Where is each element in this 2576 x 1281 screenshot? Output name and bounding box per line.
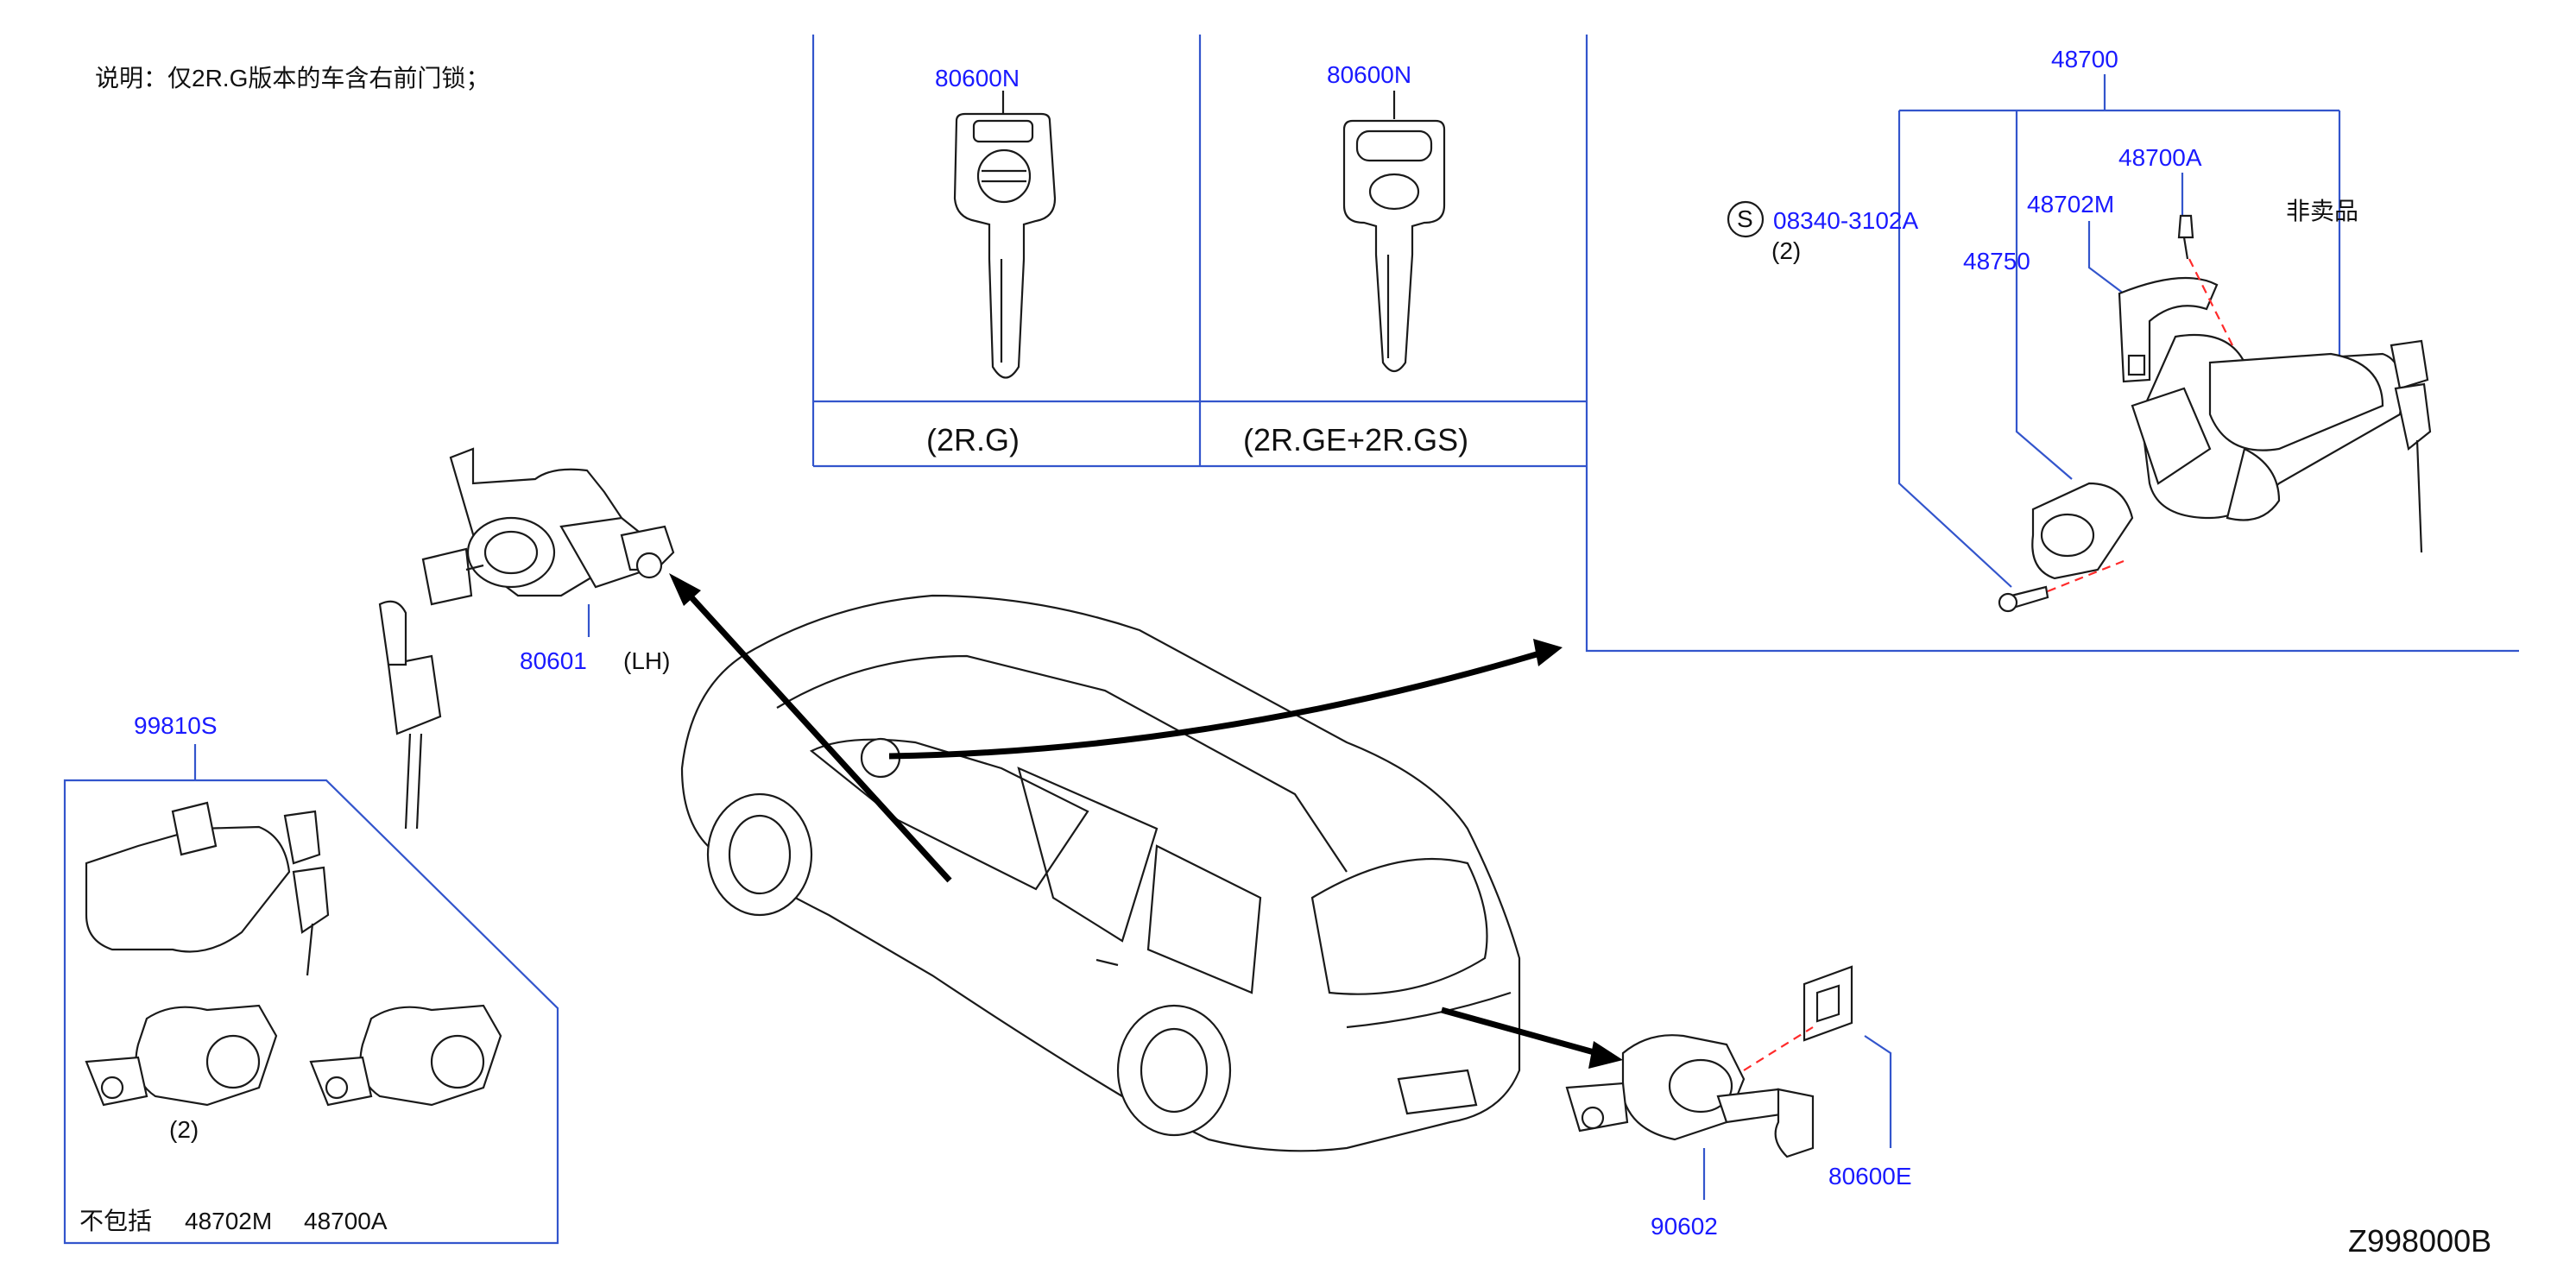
ignition-assembly-part-number: 48700 xyxy=(2051,46,2118,73)
lock-set-panel: 99810S (2) 不包括 48702M 48700A xyxy=(63,712,559,1245)
ignition-bolt-part-number: 08340-3102A xyxy=(1773,207,1918,234)
key-2rg-drawing xyxy=(953,91,1057,379)
door-lock-part-number: 80601 xyxy=(520,647,587,674)
door-lock-side: (LH) xyxy=(623,647,670,674)
rear-lock-drawing xyxy=(1565,965,1853,1158)
ignition-panel: 48700 S 08340-3102A (2) 48700A 48702M 48… xyxy=(1585,46,2519,653)
ignition-cylinder-part-number: 48750 xyxy=(1963,248,2030,274)
ignition-cover-part-number: 48702M xyxy=(2027,191,2114,218)
lock-set-qty: (2) xyxy=(169,1116,199,1143)
ignition-not-for-sale: 非卖品 xyxy=(2286,198,2358,224)
vehicle-drawing xyxy=(680,594,1521,1152)
lock-set-part-number: 99810S xyxy=(134,712,218,739)
rear-lock-gasket-part-number: 80600E xyxy=(1828,1163,1912,1190)
ignition-drawing xyxy=(1998,214,2432,613)
key-2rge-variant: (2R.GE+2R.GS) xyxy=(1243,422,1468,458)
ignition-bolt-symbol: S xyxy=(1737,205,1753,232)
key-2rge-part-number: 80600N xyxy=(1327,61,1411,88)
ignition-bolt-qty: (2) xyxy=(1771,237,1801,264)
lock-set-excludes-2: 48700A xyxy=(304,1208,388,1234)
ignition-screw-part-number: 48700A xyxy=(2118,144,2202,171)
lock-set-excludes-label: 不包括 xyxy=(79,1208,152,1234)
key-2rg-variant: (2R.G) xyxy=(926,422,1020,458)
key-2rge-drawing xyxy=(1342,91,1446,373)
diagram-code: Z998000B xyxy=(2348,1223,2491,1259)
note-text: 说明：仅2R.G版本的车含右前门锁； xyxy=(95,65,489,92)
key-2rg-part-number: 80600N xyxy=(935,65,1020,92)
lock-set-excludes-1: 48702M xyxy=(185,1208,272,1234)
rear-lock-cylinder-part-number: 90602 xyxy=(1651,1213,1718,1240)
keys-panel: 80600N (2R.G) 80600N (2R.GE+2R.GS) xyxy=(811,35,1588,468)
door-lock-drawing xyxy=(378,447,675,830)
pointer-arrows xyxy=(669,573,1623,1069)
